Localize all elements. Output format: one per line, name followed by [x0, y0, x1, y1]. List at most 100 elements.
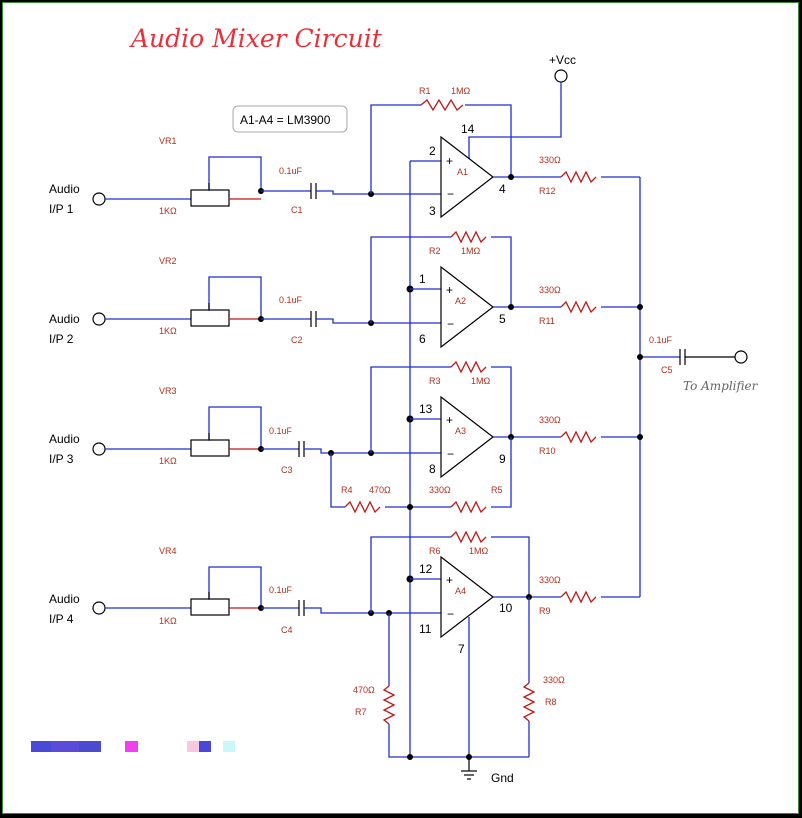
a1-pin-out: 4 [499, 182, 506, 196]
r10-label: R10 [539, 446, 556, 456]
r8-resistor [522, 682, 536, 722]
vr3-wiper-wire [208, 406, 262, 449]
c3-value: 0.1uF [269, 426, 293, 436]
vr2-pot [190, 309, 230, 327]
vr4-value: 1KΩ [159, 616, 177, 626]
r6-resistor [450, 530, 487, 544]
input-2-terminal [92, 312, 106, 326]
r11-value: 330Ω [539, 285, 561, 295]
c4-label: C4 [281, 625, 293, 635]
r12-value: 330Ω [539, 155, 561, 165]
r7-label: R7 [355, 707, 367, 717]
junction-dot [407, 754, 413, 760]
vcc-label: +Vcc [549, 53, 576, 67]
output-terminal [734, 350, 748, 364]
r10-value: 330Ω [539, 415, 561, 425]
vr4-label: VR4 [159, 546, 177, 556]
a4-minus: − [447, 607, 454, 621]
r4-resistor [344, 500, 381, 514]
c2-label: C2 [291, 335, 303, 345]
input-1-terminal [92, 192, 106, 206]
a1-minus: − [447, 187, 454, 201]
swatch [187, 741, 199, 752]
swatch [31, 741, 51, 752]
a1-pin-plus: 2 [429, 144, 436, 158]
c3-wire-out [304, 448, 441, 454]
r2-label: R2 [429, 246, 441, 256]
vr2-wiper-wire [208, 276, 262, 319]
swatch [223, 741, 235, 752]
a4-pin-out: 10 [499, 601, 513, 615]
r1-label: R1 [419, 86, 431, 96]
swatch [125, 741, 138, 752]
color-swatches [31, 741, 235, 752]
vr3-label: VR3 [159, 386, 177, 396]
r5-resistor [450, 500, 487, 514]
r1-wire-right [465, 104, 512, 177]
vcc-wire [468, 82, 562, 159]
a3-plus: + [446, 413, 453, 427]
r2-value: 1MΩ [461, 246, 481, 256]
r5-label: R5 [491, 485, 503, 495]
a1-plus: + [446, 154, 453, 168]
r12-label: R12 [539, 186, 556, 196]
a3-label: A3 [455, 426, 466, 436]
vr1-pot [190, 189, 230, 207]
r8-value: 330Ω [543, 675, 565, 685]
r8-label: R8 [545, 697, 557, 707]
r3-wire-left [370, 366, 451, 453]
vr3-value: 1KΩ [159, 456, 177, 466]
r3-resistor [450, 360, 487, 374]
c1-wire-out [316, 190, 441, 195]
a4-opamp [440, 555, 494, 639]
c3-label: C3 [281, 465, 293, 475]
a3-pin-out: 9 [499, 452, 506, 466]
r6-wire-right [491, 536, 530, 597]
schematic: Audio Mixer Circuit A1-A4 = LM3900 +Vcc … [31, 24, 759, 785]
a3-opamp [440, 395, 494, 479]
junction-dot [637, 304, 643, 310]
c2-wire-out [316, 318, 441, 324]
c4-wire-out [304, 607, 441, 614]
r10-resistor [560, 430, 597, 444]
vcc-terminal [554, 69, 568, 83]
junction-dot [637, 434, 643, 440]
r4-value: 470Ω [369, 485, 391, 495]
r11-label: R11 [539, 316, 555, 326]
r1-resistor [420, 98, 464, 112]
c5-label: C5 [661, 365, 673, 375]
r1-value: 1MΩ [451, 86, 471, 96]
stage-3: Audio I/P 3 VR3 1KΩ 0.1uF C3 R3 1MΩ + − … [49, 360, 643, 514]
r4-label: R4 [341, 485, 353, 495]
a4-pin-minus: 11 [419, 622, 432, 636]
stage-1: Audio I/P 1 VR1 1KΩ 0.1uF C1 R1 1MΩ + − … [49, 86, 640, 219]
a4-plus: + [446, 573, 453, 587]
swatch [51, 741, 79, 752]
r5-wire-right [491, 437, 512, 508]
a2-pin-plus: 1 [419, 272, 426, 286]
a1-label: A1 [457, 167, 468, 177]
input-4-label-line1: Audio [49, 592, 80, 606]
r5-value: 330Ω [429, 485, 451, 495]
r3-label: R3 [429, 376, 441, 386]
input-4-terminal [92, 601, 106, 615]
a2-label: A2 [455, 296, 466, 306]
a4-pin-plus: 12 [419, 562, 433, 576]
junction-dot [637, 354, 643, 360]
r6-value: 1MΩ [469, 546, 489, 556]
r7-resistor [382, 685, 396, 725]
r12-resistor [560, 170, 597, 184]
swatch [199, 741, 211, 752]
a2-minus: − [447, 317, 454, 331]
r6-wire-left [370, 536, 451, 613]
input-3-terminal [92, 442, 106, 456]
r9-value: 330Ω [539, 575, 561, 585]
r3-value: 1MΩ [471, 376, 491, 386]
input-3-label-line1: Audio [49, 432, 80, 446]
input-2-label-line2: I/P 2 [49, 332, 74, 346]
junction-dot [508, 304, 514, 310]
vr1-wiper-wire [208, 156, 262, 191]
vr2-label: VR2 [159, 256, 177, 266]
